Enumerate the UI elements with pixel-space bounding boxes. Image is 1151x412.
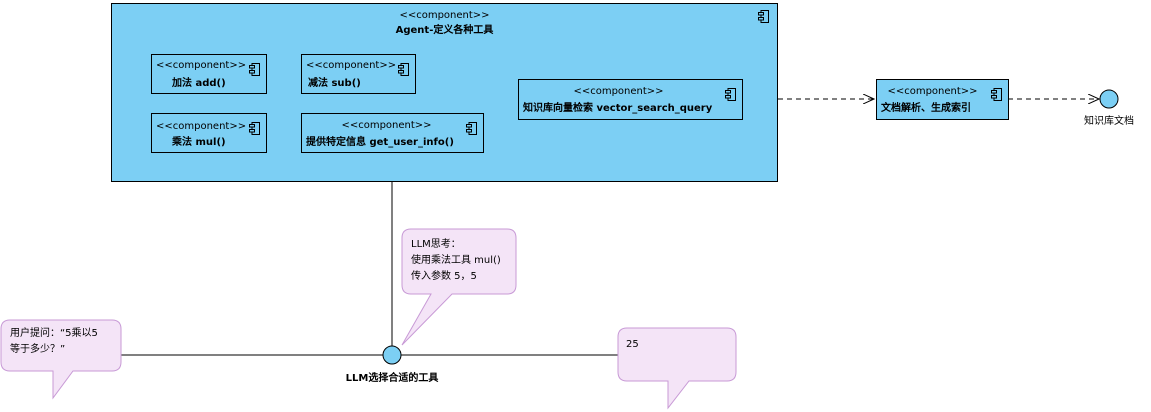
user-question-text: 用户提问：“5乘以5 等于多少？” — [10, 328, 98, 355]
doc-parse-component[interactable]: <<component>> 文档解析、生成索引 — [876, 79, 1009, 120]
tool-mul-component[interactable]: <<component>> 乘法 mul() — [151, 113, 267, 153]
doc-parse-stereotype: <<component>> — [887, 86, 978, 97]
tool-user-info-name: 提供特定信息 get_user_info() — [306, 137, 454, 148]
component-icon — [249, 122, 260, 135]
tool-add-component[interactable]: <<component>> 加法 add() — [151, 54, 267, 94]
tool-user-info-stereotype: <<component>> — [341, 120, 432, 131]
llm-thinking-text: LLM思考： 使用乘法工具 mul() 传入参数 5，5 — [411, 239, 501, 282]
agent-stereotype: <<component>> — [399, 10, 490, 21]
tool-user-info-component[interactable]: <<component>> 提供特定信息 get_user_info() — [301, 113, 484, 153]
tool-mul-stereotype: <<component>> — [156, 121, 247, 132]
llm-thinking-bubble — [401, 228, 517, 346]
agent-title: Agent-定义各种工具 — [395, 25, 494, 36]
component-icon — [398, 63, 409, 76]
tool-mul-name: 乘法 mul() — [172, 137, 226, 148]
llm-label: LLM选择合适的工具 — [345, 373, 439, 384]
component-icon — [466, 122, 477, 135]
doc-parse-name: 文档解析、生成索引 — [881, 103, 971, 114]
kb-label: 知识库文档 — [1084, 116, 1134, 127]
tool-vector-search-name: 知识库向量检索 vector_search_query — [523, 103, 713, 114]
tool-sub-stereotype: <<component>> — [306, 60, 397, 71]
component-icon — [249, 63, 260, 76]
tool-sub-name: 减法 sub() — [308, 78, 361, 89]
tool-add-name: 加法 add() — [172, 78, 226, 89]
tool-sub-component[interactable]: <<component>> 减法 sub() — [301, 54, 416, 94]
tool-vector-search-component[interactable]: <<component>> 知识库向量检索 vector_search_quer… — [518, 79, 743, 120]
result-text: 25 — [626, 339, 639, 350]
component-icon — [991, 88, 1002, 101]
tool-add-stereotype: <<component>> — [156, 60, 247, 71]
user-question-bubble — [0, 319, 122, 400]
result-bubble — [617, 327, 737, 410]
tool-vector-search-stereotype: <<component>> — [573, 86, 664, 97]
component-icon — [758, 10, 769, 23]
component-icon — [725, 88, 736, 101]
